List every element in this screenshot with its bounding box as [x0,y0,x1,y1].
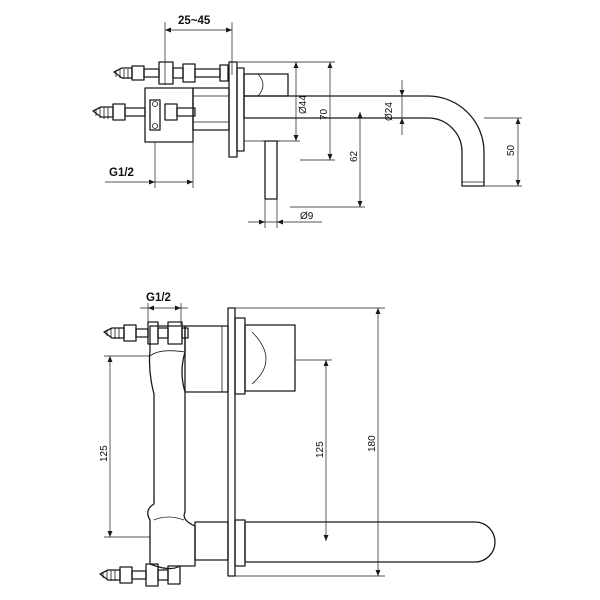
dim-depth-range-label: 25~45 [178,15,211,27]
front-plate-lower-boss [234,519,246,567]
dim-lever-diameter-label: Ø9 [300,211,314,222]
valve-housing [192,87,230,131]
front-handle [244,324,296,392]
wall-plate-rim [236,67,245,152]
dim-plate-height: 180 [235,307,385,577]
cartridge-housing [184,325,229,393]
dim-plate-height-label: 180 [367,435,378,452]
dim-plate-diameter-label: Ø44 [298,95,309,114]
dim-lever-to-spout: 125 [295,359,332,541]
front-plate-upper-boss [234,317,246,395]
thread-dim-front: G1/2 [140,292,188,325]
dim-spout-drop: 50 [484,117,522,187]
thread-label-front: G1/2 [146,292,171,304]
dim-inlet-spacing: 125 [99,355,150,538]
wall-plate [228,61,238,158]
dim-lever-to-spout-label: 125 [315,441,326,458]
dim-plate-diameter: Ø44 [232,61,309,142]
front-upper-inlet [103,321,189,345]
dim-height: 70 [300,61,335,161]
thread-label-top: G1/2 [109,167,134,179]
thread-dim-top: G1/2 [105,142,194,188]
dim-lever-diameter: Ø9 [248,199,322,228]
dim-spout-diameter-label: Ø24 [384,102,395,121]
dim-inlet-spacing-label: 125 [99,445,110,462]
front-spout [244,521,496,563]
dim-height-label: 70 [319,108,330,120]
front-wall-plate [227,307,236,577]
front-view: G1/2 [99,292,496,587]
dim-spout-diameter: Ø24 [384,80,407,135]
dim-depth-range: 25~45 [164,15,233,85]
top-view: 25~45 [92,15,522,228]
lever [264,140,278,200]
handle-body [243,73,289,97]
front-lower-inlet [99,563,181,587]
spout [243,95,485,187]
dim-spout-drop-label: 50 [506,144,517,156]
dim-lever-height-label: 62 [349,150,360,162]
spout-neck [194,521,229,561]
upper-inlet-fitting [113,61,229,85]
mixing-body [147,325,196,570]
dim-lever-height: 62 [290,112,365,208]
lower-inlet-fitting [92,87,196,143]
